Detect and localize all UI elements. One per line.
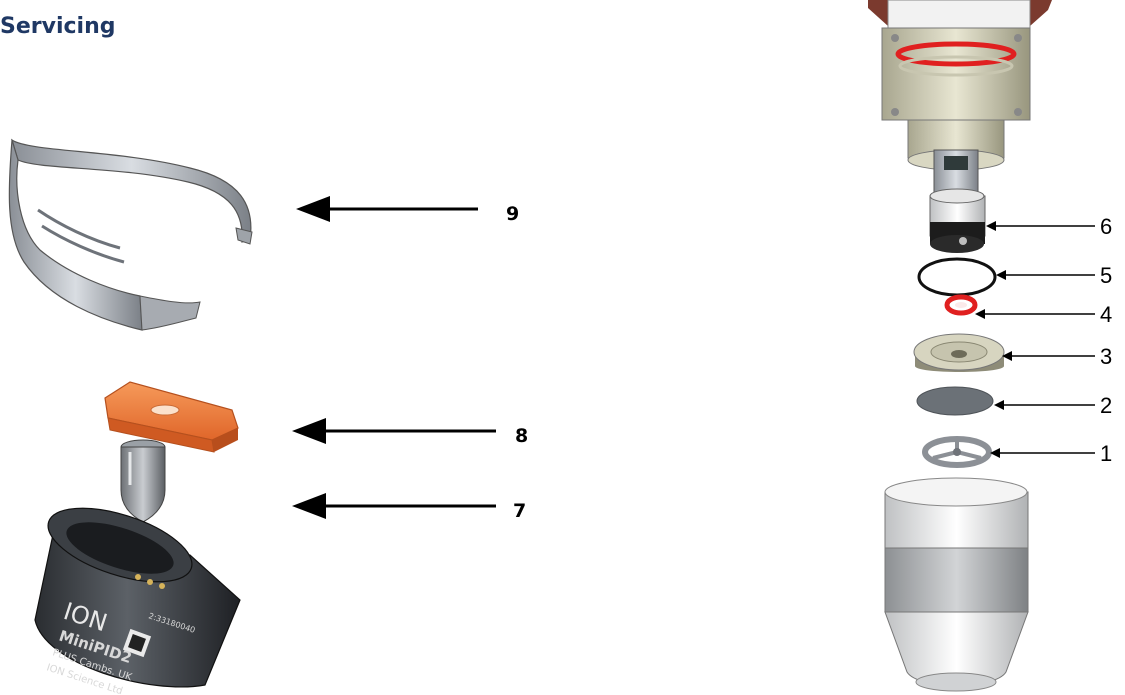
callout-label: 8 [515, 425, 528, 447]
instrument-housing [868, 0, 1052, 197]
spider-part [922, 436, 992, 468]
electrode-stack-part [929, 188, 986, 253]
callout-label: 6 [1100, 214, 1112, 239]
arrow-head-icon [1002, 351, 1012, 361]
o-ring-small-part [944, 294, 978, 316]
lamp-part [120, 439, 166, 523]
callout-label: 7 [513, 500, 526, 522]
callout-8: 8 [292, 418, 528, 447]
filter-holder-part [913, 333, 1005, 372]
arrow-head-icon [296, 196, 330, 222]
callout-7: 7 [292, 493, 526, 522]
callout-label: 1 [1100, 441, 1112, 466]
callout-4: 4 [975, 302, 1112, 327]
nozzle-body [884, 477, 1029, 692]
callout-2: 2 [994, 393, 1112, 418]
callout-label: 3 [1100, 344, 1112, 369]
callout-label: 5 [1100, 263, 1112, 288]
callout-5: 5 [996, 263, 1112, 288]
orange-cap-part [104, 381, 239, 453]
callout-3: 3 [1002, 344, 1112, 369]
arrow-head-icon [996, 270, 1006, 280]
callout-9: 9 [296, 196, 519, 225]
arrow-head-icon [990, 448, 1000, 458]
arrow-head-icon [986, 221, 996, 231]
callout-label: 9 [506, 203, 519, 225]
page-title: Servicing [0, 14, 116, 39]
arrow-head-icon [994, 400, 1004, 410]
arrow-head-icon [975, 309, 985, 319]
callout-1: 1 [990, 441, 1112, 466]
o-ring-large-part [917, 257, 997, 297]
arrow-head-icon [292, 418, 326, 444]
minipid-sensor-body: ION MiniPID2 PLUS Cambs. UK ION Science … [34, 507, 241, 695]
filter-disc-part [916, 386, 994, 416]
callout-label: 4 [1100, 302, 1112, 327]
clip-part [8, 138, 253, 331]
callout-label: 2 [1100, 393, 1112, 418]
callout-6: 6 [986, 214, 1112, 239]
arrow-head-icon [292, 493, 326, 519]
